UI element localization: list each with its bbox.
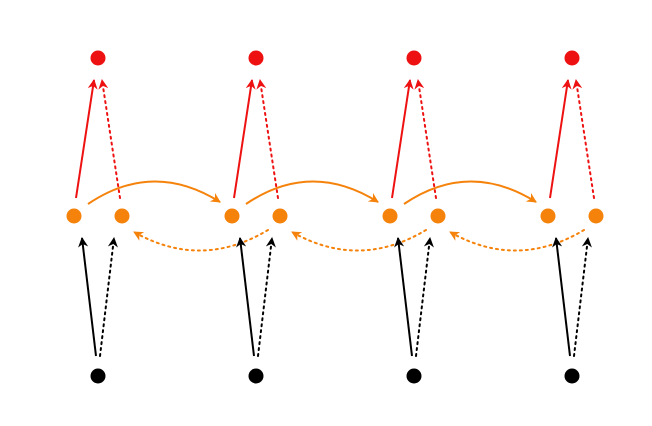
edge-input-to-forward: [552, 237, 571, 357]
edge-backward-recurrence: [449, 229, 585, 252]
edge-forward-to-output: [233, 79, 256, 199]
hidden-forward-node: [224, 208, 240, 224]
edge-forward-to-output: [75, 79, 98, 199]
input-node: [564, 368, 580, 384]
hidden-backward-node: [430, 208, 446, 224]
edge-backward-to-output: [98, 79, 121, 199]
hidden-backward-node: [588, 208, 604, 224]
hidden-forward-node: [540, 208, 556, 224]
edge-forward-to-output: [549, 79, 572, 199]
hidden-forward-node: [66, 208, 82, 224]
edge-input-to-forward: [236, 237, 255, 357]
edge-forward-recurrence: [403, 180, 537, 205]
edge-backward-recurrence: [133, 229, 269, 252]
input-node: [90, 368, 106, 384]
edge-forward-recurrence: [245, 180, 379, 205]
edge-input-to-backward: [573, 237, 592, 357]
edge-backward-recurrence: [291, 229, 427, 252]
edge-input-to-backward: [99, 237, 118, 357]
edge-forward-to-output: [391, 79, 414, 199]
hidden-backward-node: [272, 208, 288, 224]
edge-input-to-backward: [257, 237, 276, 357]
edge-backward-to-output: [414, 79, 437, 199]
output-node: [406, 50, 422, 66]
hidden-backward-node: [114, 208, 130, 224]
output-node: [90, 50, 106, 66]
edge-input-to-backward: [415, 237, 434, 357]
output-node: [248, 50, 264, 66]
output-node: [564, 50, 580, 66]
input-node: [248, 368, 264, 384]
edge-input-to-forward: [78, 237, 97, 357]
edge-input-to-forward: [394, 237, 413, 357]
hidden-forward-node: [382, 208, 398, 224]
edge-backward-to-output: [572, 79, 595, 199]
input-node: [406, 368, 422, 384]
edge-forward-recurrence: [87, 180, 221, 205]
edge-backward-to-output: [256, 79, 279, 199]
